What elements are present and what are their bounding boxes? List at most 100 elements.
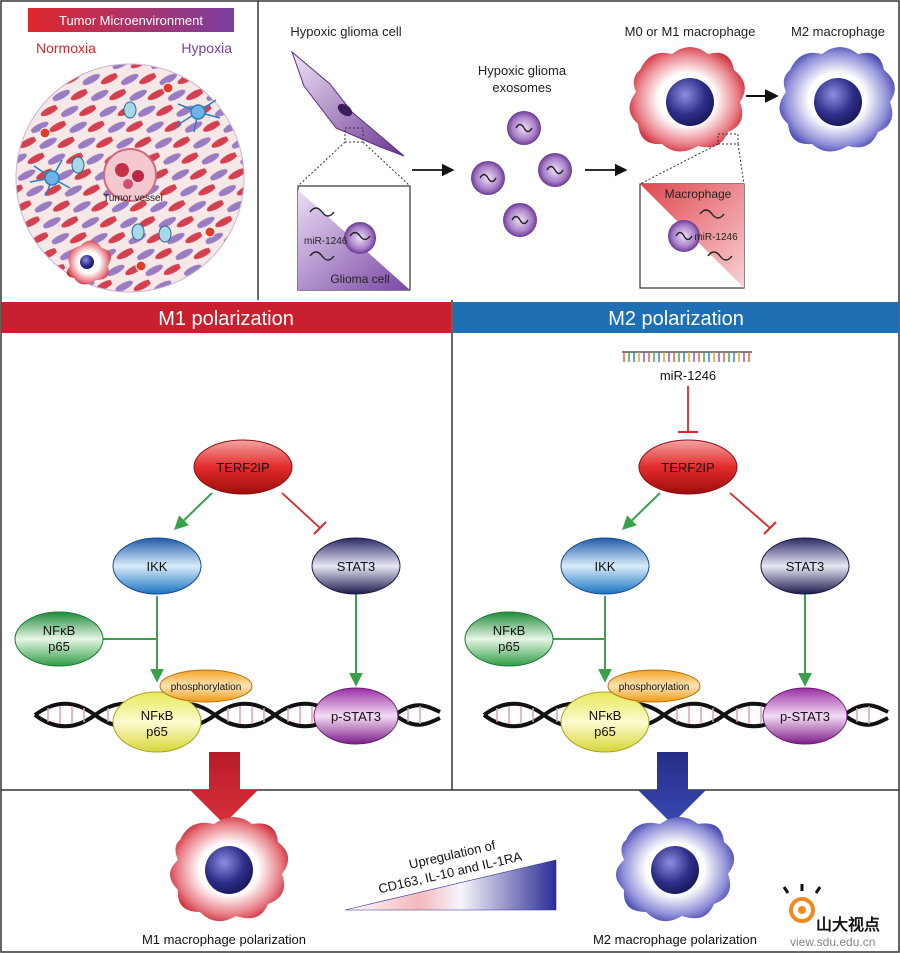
m1-pstat3-label: p-STAT3 — [331, 709, 381, 724]
m1-header: M1 polarization — [158, 308, 294, 330]
terf2ip-inhibits-stat3 — [281, 492, 321, 529]
m1-phosphorylation-node — [159, 669, 253, 703]
exosome-transfer-panel: Hypoxic glioma cell miR-1246 Glioma cell… — [290, 24, 895, 291]
exosomes-title-line2: exosomes — [492, 80, 552, 95]
normoxic-cell-icon — [39, 127, 51, 139]
m1-pathway: TERF2IP IKK STAT3 NFκB p65 NFκB p65 phos… — [14, 439, 441, 753]
m1-nfkb-node — [14, 611, 104, 667]
m1-terf2ip-label: TERF2IP — [216, 460, 269, 475]
tumor-microenvironment-panel: Tumor Microenvironment Normoxia Hypoxia … — [15, 8, 245, 293]
upregulation-gradient-wedge — [344, 859, 557, 911]
astrocyte-icon — [29, 159, 71, 197]
m1-macrophage-large-icon — [170, 817, 289, 922]
m1-terf2ip-node — [193, 439, 293, 495]
glioma-nucleus — [337, 103, 353, 117]
exosome-icon — [538, 153, 572, 187]
m0-m1-macrophage-title: M0 or M1 macrophage — [625, 24, 756, 39]
tme-banner — [28, 8, 234, 32]
glioma-inset-mir-label: miR-1246 — [304, 236, 348, 247]
m2-header: M2 polarization — [608, 308, 744, 330]
m2-phosphorylation-label: phosphorylation — [619, 682, 690, 693]
m2-ikk-label: IKK — [595, 559, 616, 574]
m2-terf2ip-label: TERF2IP — [661, 460, 714, 475]
m1-outcome-label: M1 macrophage polarization — [142, 932, 306, 947]
m1-stat3-node — [311, 537, 401, 595]
mirna-strand-icon — [309, 251, 335, 261]
m2-outcome-label: M2 macrophage polarization — [593, 932, 757, 947]
sdu-eye-logo-icon — [782, 884, 822, 923]
astrocyte-icon — [175, 99, 221, 133]
watermark: 山大视点 view.sdu.edu.cn — [782, 884, 880, 949]
m1-header-bar — [1, 302, 451, 333]
endothelial-cell-icon — [131, 223, 145, 241]
tme-banner-label: Tumor Microenvironment — [59, 13, 203, 28]
hypoxia-label: Hypoxia — [181, 40, 232, 56]
m2-phosphorylation-node — [607, 669, 701, 703]
m2-nfkb-dna-node — [560, 691, 650, 753]
glioma-inset-label: Glioma cell — [330, 272, 389, 286]
m1-outcome-arrow — [190, 752, 258, 824]
vessel-blood-cell — [123, 179, 133, 189]
mirna-strand-icon — [699, 209, 725, 219]
m2-pathway: miR-1246 TERF2IP IKK STAT3 NFκB p65 NFκB… — [464, 351, 889, 753]
m2-nfkb-dna-label-line1: NFκB — [589, 708, 622, 723]
macrophage-inset-mir-label: miR-1246 — [694, 232, 738, 243]
normoxic-cell-icon — [135, 260, 147, 272]
m1-nfkb-dna-label-line2: p65 — [146, 724, 168, 739]
normoxic-cell-icon — [162, 82, 174, 94]
m2-terf2ip-node — [638, 439, 738, 495]
polarization-outcome-panel: M1 macrophage polarization M2 macrophage… — [142, 752, 757, 947]
m2-nfkb-label-line1: NFκB — [493, 623, 526, 638]
m2-stat3-node — [760, 537, 850, 595]
inhibition-bar — [313, 521, 327, 535]
terf2ip-inhibits-stat3 — [729, 492, 771, 529]
zoom-line — [737, 143, 745, 185]
m2-macrophage-large-icon — [616, 817, 735, 922]
m1-nfkb-label-line2: p65 — [48, 639, 70, 654]
exosome-icon — [503, 203, 537, 237]
m1-phosphorylation-label: phosphorylation — [171, 682, 242, 693]
budding-exosome-icon — [344, 222, 376, 254]
m1-ikk-node — [112, 537, 202, 595]
m2-nfkb-dna-label-line2: p65 — [594, 724, 616, 739]
m2-outcome-arrow — [638, 752, 706, 824]
watermark-logo-text: 山大视点 — [816, 915, 880, 934]
m1-nfkb-dna-label-line1: NFκB — [141, 708, 174, 723]
m2-header-bar — [453, 302, 899, 333]
m2-macrophage-icon — [779, 47, 895, 152]
glioma-cell-shape — [290, 50, 405, 157]
m2-pstat3-label: p-STAT3 — [780, 709, 830, 724]
mirna-strand-icon — [349, 231, 371, 241]
mirna-barcode-icon — [622, 351, 752, 362]
m1-ikk-label: IKK — [147, 559, 168, 574]
normoxic-cell-icon — [204, 226, 216, 238]
zoom-line — [362, 141, 411, 187]
m2-macrophage-title: M2 macrophage — [791, 24, 885, 39]
vessel-blood-cell — [132, 170, 144, 182]
m1-nfkb-label-line1: NFκB — [43, 623, 76, 638]
m1-nfkb-dna-node — [112, 691, 202, 753]
tumor-vessel-label: Tumor vessel — [103, 193, 163, 204]
m2-nfkb-node — [464, 611, 554, 667]
normoxia-label: Normoxia — [36, 40, 96, 56]
vessel-blood-cell — [115, 163, 129, 177]
m2-pstat3-node — [762, 687, 848, 745]
exosomes-title-line1: Hypoxic glioma — [478, 63, 567, 78]
mirna-strand-icon — [675, 231, 693, 241]
macrophage-small-icon — [66, 240, 111, 285]
zoom-line — [639, 143, 719, 185]
mirna-strand-icon — [707, 251, 733, 261]
m2-mir-label: miR-1246 — [660, 368, 716, 383]
watermark-url: view.sdu.edu.cn — [790, 935, 875, 949]
endothelial-cell-icon — [71, 156, 85, 174]
m1-stat3-label: STAT3 — [337, 559, 376, 574]
m2-ikk-node — [560, 537, 650, 595]
exosome-icon — [507, 111, 541, 145]
m1-macrophage-icon — [629, 47, 745, 152]
glioma-zoom-box — [344, 127, 364, 143]
hypoxic-glioma-cell-title: Hypoxic glioma cell — [290, 24, 401, 39]
mirna-strand-icon — [309, 207, 335, 217]
inhibition-bar — [763, 521, 777, 535]
